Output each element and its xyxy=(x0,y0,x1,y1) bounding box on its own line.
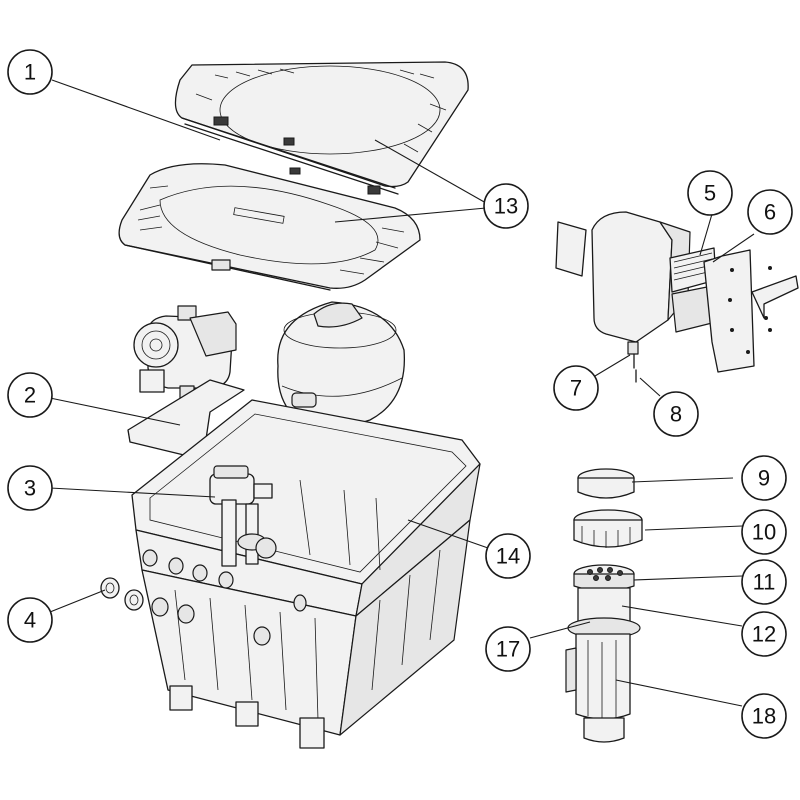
callout-label: 7 xyxy=(570,376,582,401)
main-tank xyxy=(131,399,481,749)
multiport-valve xyxy=(209,465,277,567)
upper-lid xyxy=(174,61,469,195)
callout-12: 12 xyxy=(741,611,787,657)
pump xyxy=(133,305,237,401)
leader-lines xyxy=(49,79,755,707)
callout-18: 18 xyxy=(741,693,787,739)
callout-label: 13 xyxy=(494,194,518,219)
seal-rings xyxy=(100,577,144,611)
control-box xyxy=(555,211,799,383)
callout-6: 6 xyxy=(747,189,793,235)
callout-1: 1 xyxy=(7,49,53,95)
callout-8: 8 xyxy=(653,391,699,437)
callout-label: 8 xyxy=(670,402,682,427)
callout-13: 13 xyxy=(483,183,529,229)
callout-17: 17 xyxy=(485,626,531,672)
callout-9: 9 xyxy=(741,455,787,501)
callout-7: 7 xyxy=(553,365,599,411)
callout-label: 6 xyxy=(764,200,776,225)
pump-base-plate xyxy=(127,379,245,457)
callout-label: 10 xyxy=(752,520,776,545)
callout-label: 9 xyxy=(758,466,770,491)
callout-label: 3 xyxy=(24,476,36,501)
callout-label: 18 xyxy=(752,704,776,729)
callout-2: 2 xyxy=(7,372,53,418)
callout-label: 14 xyxy=(496,544,520,569)
callout-4: 4 xyxy=(7,597,53,643)
skimmer-assembly xyxy=(565,468,643,743)
callout-label: 1 xyxy=(24,60,36,85)
callout-label: 4 xyxy=(24,608,36,633)
callout-14: 14 xyxy=(485,533,531,579)
callout-10: 10 xyxy=(741,509,787,555)
callout-label: 2 xyxy=(24,383,36,408)
lower-lid xyxy=(118,163,421,291)
callout-label: 17 xyxy=(496,637,520,662)
callout-label: 5 xyxy=(704,181,716,206)
callout-11: 11 xyxy=(741,559,787,605)
callout-label: 11 xyxy=(753,570,776,595)
callout-label: 12 xyxy=(752,622,776,647)
callout-5: 5 xyxy=(687,170,733,216)
callout-3: 3 xyxy=(7,465,53,511)
